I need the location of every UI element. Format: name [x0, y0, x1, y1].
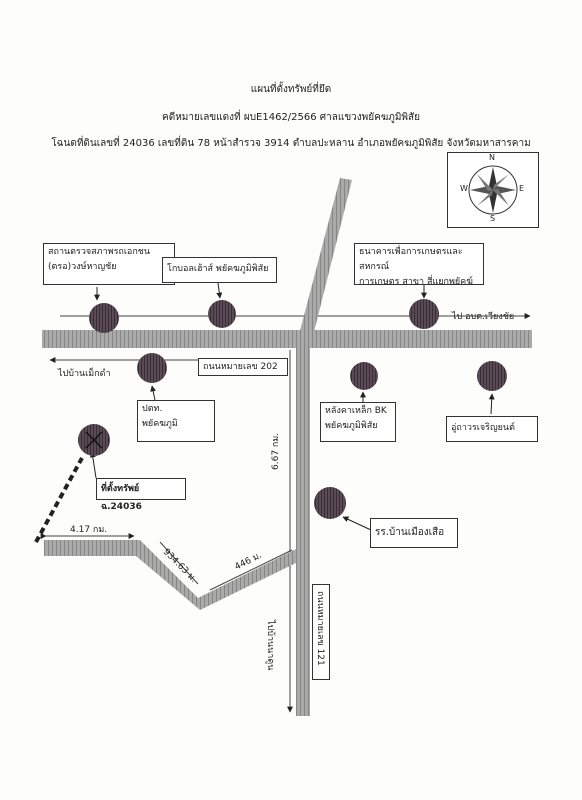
- label-lotus: โกบอลเฮ้าส์ พยัคฆภูมิพิสัย: [162, 257, 277, 283]
- label-bank-line2: การเกษตร สาขา สี่แยกพยัคฆ์: [359, 277, 473, 287]
- label-bk-line1: หลังคาเหล็ก BK: [325, 406, 387, 416]
- label-garage: อู่ถาวรเจริญยนต์: [446, 416, 538, 442]
- landmark-school: [314, 487, 346, 519]
- landmark-ptt: [137, 353, 167, 383]
- label-to-ban-makdam: ไปบ้านเม็กดำ: [58, 369, 111, 379]
- label-to-nadun: ไปบ้านนาดูน: [265, 620, 275, 671]
- case-number: คดีหมายเลขแดงที่ ผบE1462/2566 ศาลแขวงพยั…: [162, 112, 420, 123]
- label-bk: หลังคาเหล็ก BK พยัคฆภูมิพิสัย: [320, 402, 396, 442]
- compass-s: S: [490, 214, 496, 223]
- road-diagonal: [296, 178, 352, 348]
- landmark-lotus: [208, 300, 236, 328]
- label-vehicle-inspection-line1: สถานตรวจสภาพรถเอกชน: [48, 247, 151, 257]
- label-ptt: ปตท. พยัคฆภูมิ: [137, 400, 215, 442]
- landmark-vehicle-inspection: [89, 303, 119, 333]
- label-road-121-box: ถนนหมายเลข 121: [312, 584, 330, 680]
- label-vehicle-inspection-line2: (ตรอ)วงษ์หาญชัย: [48, 262, 117, 272]
- landmark-garage: [477, 361, 507, 391]
- access-path: [34, 457, 84, 543]
- label-to-wiangchai: ไป อบต.เวียงชัย: [452, 312, 515, 322]
- landmark-bk: [350, 362, 378, 390]
- label-property: ที่ตั้งทรัพย์ ฉ.24036: [96, 478, 186, 512]
- label-bk-line2: พยัคฆภูมิพิสัย: [325, 421, 378, 431]
- label-bank: ธนาคารเพื่อการเกษตรและสหกรณ์ การเกษตร สา…: [354, 243, 484, 287]
- label-dist-417: 4.17 กม.: [70, 525, 108, 535]
- label-road-121: ถนนหมายเลข 121: [315, 591, 325, 666]
- compass-e: E: [519, 184, 525, 193]
- label-ptt-line1: ปตท.: [142, 404, 163, 414]
- label-bank-line1: ธนาคารเพื่อการเกษตรและสหกรณ์: [359, 247, 463, 272]
- label-road-202: ถนนหมายเลข 202: [198, 358, 288, 376]
- road-202: [42, 330, 532, 348]
- label-vehicle-inspection: สถานตรวจสภาพรถเอกชน (ตรอ)วงษ์หาญชัย: [43, 243, 175, 285]
- label-dist-667: 6.67 กม.: [271, 432, 281, 470]
- compass-n: N: [489, 153, 495, 162]
- label-school: รร.บ้านเมืองเสือ: [370, 518, 458, 548]
- road-121: [296, 348, 310, 716]
- label-ptt-line2: พยัคฆภูมิ: [142, 419, 178, 429]
- map-title: แผนที่ตั้งทรัพย์ที่ยึด: [250, 84, 332, 95]
- compass-w: W: [460, 184, 468, 193]
- landmark-bank: [409, 299, 439, 329]
- road-lower: [44, 540, 298, 610]
- compass-rose: N S W E: [447, 152, 539, 228]
- deed-details: โฉนดที่ดินเลขที่ 24036 เลขที่ดิน 78 หน้า…: [51, 138, 531, 149]
